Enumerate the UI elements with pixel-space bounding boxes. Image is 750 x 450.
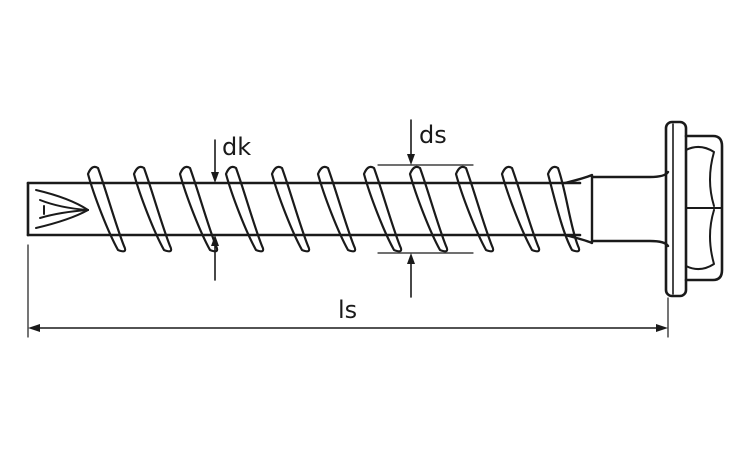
- thread-turn: [546, 165, 581, 253]
- thread-turn: [500, 165, 541, 253]
- thread-turn: [316, 165, 357, 253]
- thread-turn: [224, 165, 265, 253]
- thread-turn: [270, 165, 311, 253]
- thread-turns: [86, 165, 581, 253]
- thread-turn: [132, 165, 173, 253]
- thread-turn: [408, 165, 449, 253]
- ds-dimension: ds: [377, 119, 474, 298]
- dk-dimension: dk: [211, 133, 251, 281]
- hex-head: [664, 120, 724, 298]
- thread-turn: [454, 165, 495, 253]
- thread-turn: [86, 165, 127, 253]
- ls-dimension: ls: [27, 244, 669, 338]
- thread-turn: [178, 165, 219, 253]
- thread-turn: [362, 165, 403, 253]
- dk-label: dk: [222, 133, 251, 161]
- ds-label: ds: [419, 121, 447, 149]
- ls-label: ls: [338, 296, 357, 324]
